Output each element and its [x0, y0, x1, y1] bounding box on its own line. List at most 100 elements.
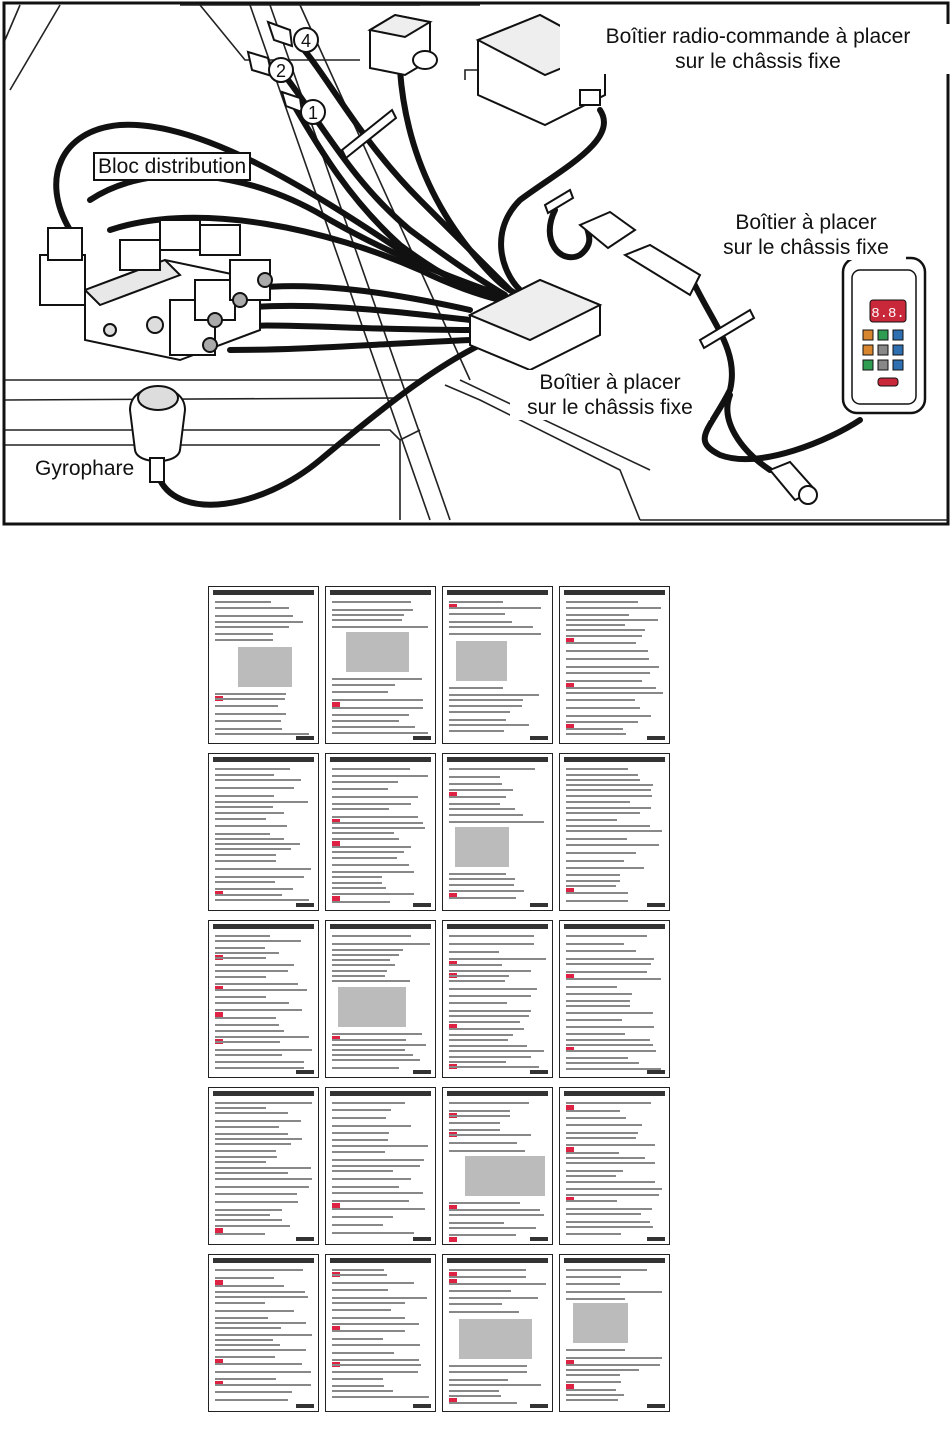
page-text-line: [449, 884, 514, 886]
page-marker: [566, 683, 574, 688]
page-text-line: [215, 705, 279, 707]
page-text-line: [215, 1209, 282, 1211]
page-text-line: [332, 775, 429, 777]
page-text-line: [215, 1030, 284, 1032]
page-text-line: [332, 959, 390, 961]
page-marker: [566, 1197, 574, 1202]
page-text-line: [449, 1276, 526, 1278]
break-marks: [340, 108, 756, 350]
page-text-line: [215, 1120, 302, 1122]
page-text-line: [215, 1339, 273, 1341]
document-page-thumbnail: [442, 586, 553, 744]
page-text-line: [332, 1170, 393, 1172]
page-text-line: [215, 1334, 312, 1336]
page-text-line: [566, 692, 663, 694]
label-bloc-distribution-text: Bloc distribution: [98, 155, 247, 178]
page-text-line: [332, 1145, 428, 1147]
page-text-line: [215, 1054, 282, 1056]
page-text-line: [332, 1338, 383, 1340]
page-text-line: [215, 868, 311, 870]
page-marker: [566, 724, 574, 729]
page-text-line: [449, 1021, 520, 1023]
page-text-line: [566, 935, 647, 937]
page-text-line: [332, 816, 419, 818]
page-text-line: [449, 1371, 527, 1373]
document-page-thumbnail: [208, 586, 319, 744]
page-text-line: [449, 1402, 517, 1404]
page-text-line: [332, 1159, 424, 1161]
page-marker: [566, 638, 574, 643]
page-text-line: [566, 1394, 625, 1396]
page-figure: [238, 647, 292, 687]
page-text-line: [215, 1214, 270, 1216]
page-text-line: [449, 1222, 504, 1224]
page-text-line: [332, 707, 424, 709]
document-page-thumbnail: [559, 586, 670, 744]
page-text-line: [215, 957, 267, 959]
page-text-line: [566, 1213, 641, 1215]
page-figure: [345, 632, 410, 672]
page-text-line: [566, 1200, 617, 1202]
page-text-line: [332, 678, 423, 680]
page-text-line: [332, 876, 382, 878]
emergency-stop-box: [367, 13, 438, 77]
page-text-line: [215, 1178, 313, 1180]
page-text-line: [566, 629, 645, 631]
document-page-thumbnail: [208, 1087, 319, 1245]
page-text-line: [215, 779, 301, 781]
page-text-line: [215, 787, 294, 789]
page-text-line: [215, 1378, 276, 1380]
page-text-line: [332, 1216, 394, 1218]
page-text-line: [566, 885, 617, 887]
page-text-line: [449, 1010, 532, 1012]
page-text-line: [332, 1274, 388, 1276]
page-text-line: [215, 1327, 282, 1329]
page-text-line: [566, 1221, 651, 1223]
document-page-thumbnail: [208, 1254, 319, 1412]
page-marker: [215, 986, 223, 991]
page-text-line: [449, 776, 500, 778]
page-text-line: [566, 812, 640, 814]
page-header-bar: [213, 590, 314, 595]
page-footer-bar: [296, 1404, 314, 1408]
page-text-line: [449, 1142, 517, 1144]
page-text-line: [215, 1041, 281, 1043]
page-text-line: [449, 1234, 516, 1236]
page-marker: [449, 1279, 457, 1284]
page-text-line: [566, 825, 650, 827]
page-text-line: [332, 864, 410, 866]
page-header-bar: [330, 924, 431, 929]
page-text-line: [566, 1194, 659, 1196]
page-text-line: [215, 1172, 288, 1174]
page-text-line: [215, 1384, 311, 1386]
page-text-line: [449, 1269, 527, 1271]
page-footer-bar: [296, 1070, 314, 1074]
page-text-line: [332, 871, 414, 873]
document-page-thumbnail: [559, 1254, 670, 1412]
page-text-line: [215, 1193, 298, 1195]
page-text-line: [332, 803, 412, 805]
page-text-line: [215, 1277, 275, 1279]
page-text-line: [332, 1359, 420, 1361]
page-text-line: [566, 1349, 626, 1351]
page-marker: [332, 702, 340, 707]
page-text-line: [332, 1282, 414, 1284]
page-text-line: [566, 1283, 620, 1285]
page-text-line: [332, 1109, 391, 1111]
page-footer-bar: [530, 1070, 548, 1074]
page-text-line: [215, 1133, 289, 1135]
page-text-line: [332, 626, 428, 628]
page-text-line: [449, 814, 523, 816]
page-text-line: [449, 1311, 520, 1313]
page-text-line: [566, 1044, 654, 1046]
page-text-line: [215, 1112, 288, 1114]
label-box-center-text: Boîtier à placer sur le châssis fixe: [527, 371, 693, 419]
page-text-line: [215, 1156, 278, 1158]
page-text-line: [566, 801, 630, 803]
page-text-line: [566, 1137, 637, 1139]
page-text-line: [566, 1357, 662, 1359]
page-text-line: [566, 1170, 624, 1172]
valve-number-4: 4: [300, 31, 311, 51]
page-text-line: [215, 1126, 279, 1128]
page-text-line: [215, 1302, 266, 1304]
